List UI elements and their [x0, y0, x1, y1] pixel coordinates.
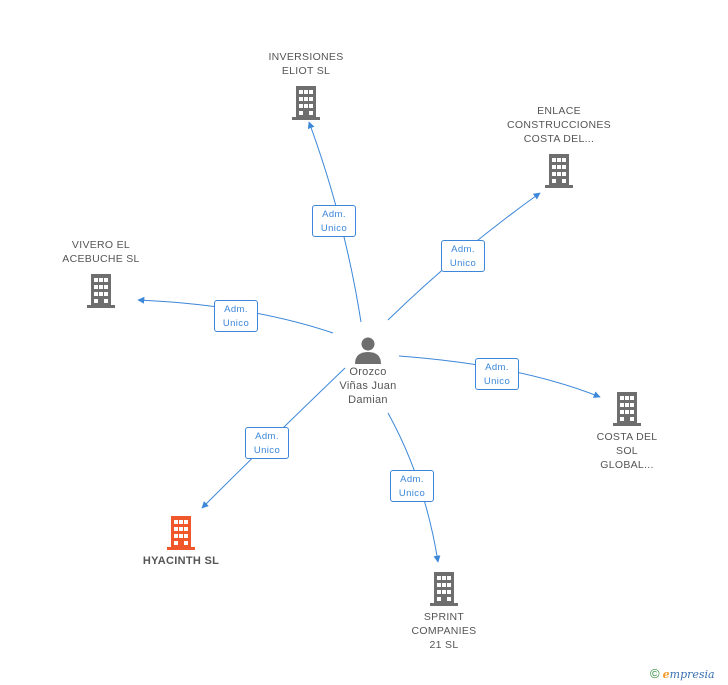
building-icon: [292, 86, 320, 120]
copyright-symbol: ©: [650, 666, 660, 681]
company-node-enlace-construcciones[interactable]: ENLACE CONSTRUCCIONES COSTA DEL...: [499, 104, 619, 190]
company-node-inversiones-eliot[interactable]: INVERSIONES ELIOT SL: [246, 50, 366, 122]
building-icon: [545, 154, 573, 188]
company-node-sprint-companies[interactable]: SPRINT COMPANIES 21 SL: [384, 570, 504, 652]
edge-label-vivero-acebuche[interactable]: Adm. Unico: [214, 300, 258, 332]
company-node-vivero-acebuche[interactable]: VIVERO EL ACEBUCHE SL: [41, 238, 161, 310]
edge-label-enlace-construcciones[interactable]: Adm. Unico: [441, 240, 485, 272]
building-icon: [87, 274, 115, 308]
company-name: ENLACE CONSTRUCCIONES COSTA DEL...: [507, 105, 611, 145]
company-name: VIVERO EL ACEBUCHE SL: [62, 239, 140, 265]
person-icon: [355, 337, 381, 364]
edge-label-inversiones-eliot[interactable]: Adm. Unico: [312, 205, 356, 237]
company-name: HYACINTH SL: [142, 555, 220, 567]
company-name: COSTA DEL SOL GLOBAL...: [596, 431, 658, 471]
edge-label-costa-del-sol[interactable]: Adm. Unico: [475, 358, 519, 390]
brand-logo: empresia: [662, 668, 715, 681]
person-name: Orozco Viñas Juan Damian: [339, 366, 397, 406]
edge-label-sprint-companies[interactable]: Adm. Unico: [390, 470, 434, 502]
company-name: INVERSIONES ELIOT SL: [268, 51, 344, 77]
building-icon: [613, 392, 641, 426]
edge-label-hyacinth[interactable]: Adm. Unico: [245, 427, 289, 459]
company-node-hyacinth[interactable]: HYACINTH SL: [121, 514, 241, 568]
building-icon: [430, 572, 458, 606]
person-node[interactable]: Orozco Viñas Juan Damian: [313, 335, 423, 407]
company-name: SPRINT COMPANIES 21 SL: [411, 611, 477, 651]
empresia-watermark: © empresia: [650, 666, 715, 681]
company-node-costa-del-sol[interactable]: COSTA DEL SOL GLOBAL...: [567, 390, 687, 472]
building-icon: [167, 516, 195, 550]
